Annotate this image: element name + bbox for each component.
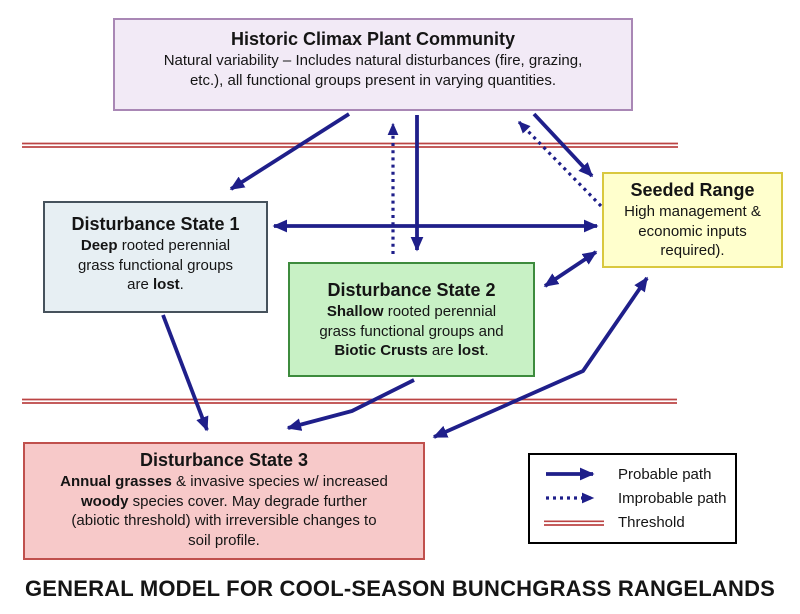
threshold-line-lower [22,398,677,404]
box-body: Natural variability – Includes natural d… [163,51,583,89]
box-body: Annual grasses & invasive species w/ inc… [60,472,388,550]
arrow-seeded-range-to-climax-dotted [517,120,603,208]
threshold-line-upper [22,142,678,148]
box-historic-climax-plant-community: Historic Climax Plant Community Natural … [113,18,633,111]
box-seeded-range: Seeded Range High management &economic i… [602,172,783,268]
box-disturbance-state-1: Disturbance State 1 Deep rooted perennia… [43,201,268,313]
footer-title: GENERAL MODEL FOR COOL-SEASON BUNCHGRASS… [24,576,776,601]
dotted-arrow-icon [546,493,595,504]
box-title: Disturbance State 1 [71,214,240,234]
box-title: Disturbance State 2 [327,280,496,300]
arrow-state2-seeded-range-bidirectional [543,250,598,288]
arrow-state1-to-state3 [161,314,209,432]
box-title: Historic Climax Plant Community [230,29,516,49]
legend-label: Improbable path [618,489,727,507]
legend-item-improbable-path: Improbable path [544,490,735,507]
arrow-climax-to-state1 [229,112,351,191]
box-disturbance-state-3: Disturbance State 3 Annual grasses & inv… [23,442,425,560]
legend-item-threshold: Threshold [544,514,735,531]
arrow-climax-to-seeded-range [532,112,594,178]
box-title: Disturbance State 3 [139,450,309,470]
legend-label: Threshold [618,514,685,532]
legend: Probable path Improbable path Threshold [528,453,737,544]
arrow-state2-to-state3 [286,378,415,431]
legend-item-probable-path: Probable path [544,466,735,483]
box-disturbance-state-2: Disturbance State 2 Shallow rooted peren… [288,262,535,377]
solid-arrow-icon [546,467,595,481]
box-title: Seeded Range [630,180,755,200]
double-red-line-icon [544,520,604,526]
legend-label: Probable path [618,465,712,483]
